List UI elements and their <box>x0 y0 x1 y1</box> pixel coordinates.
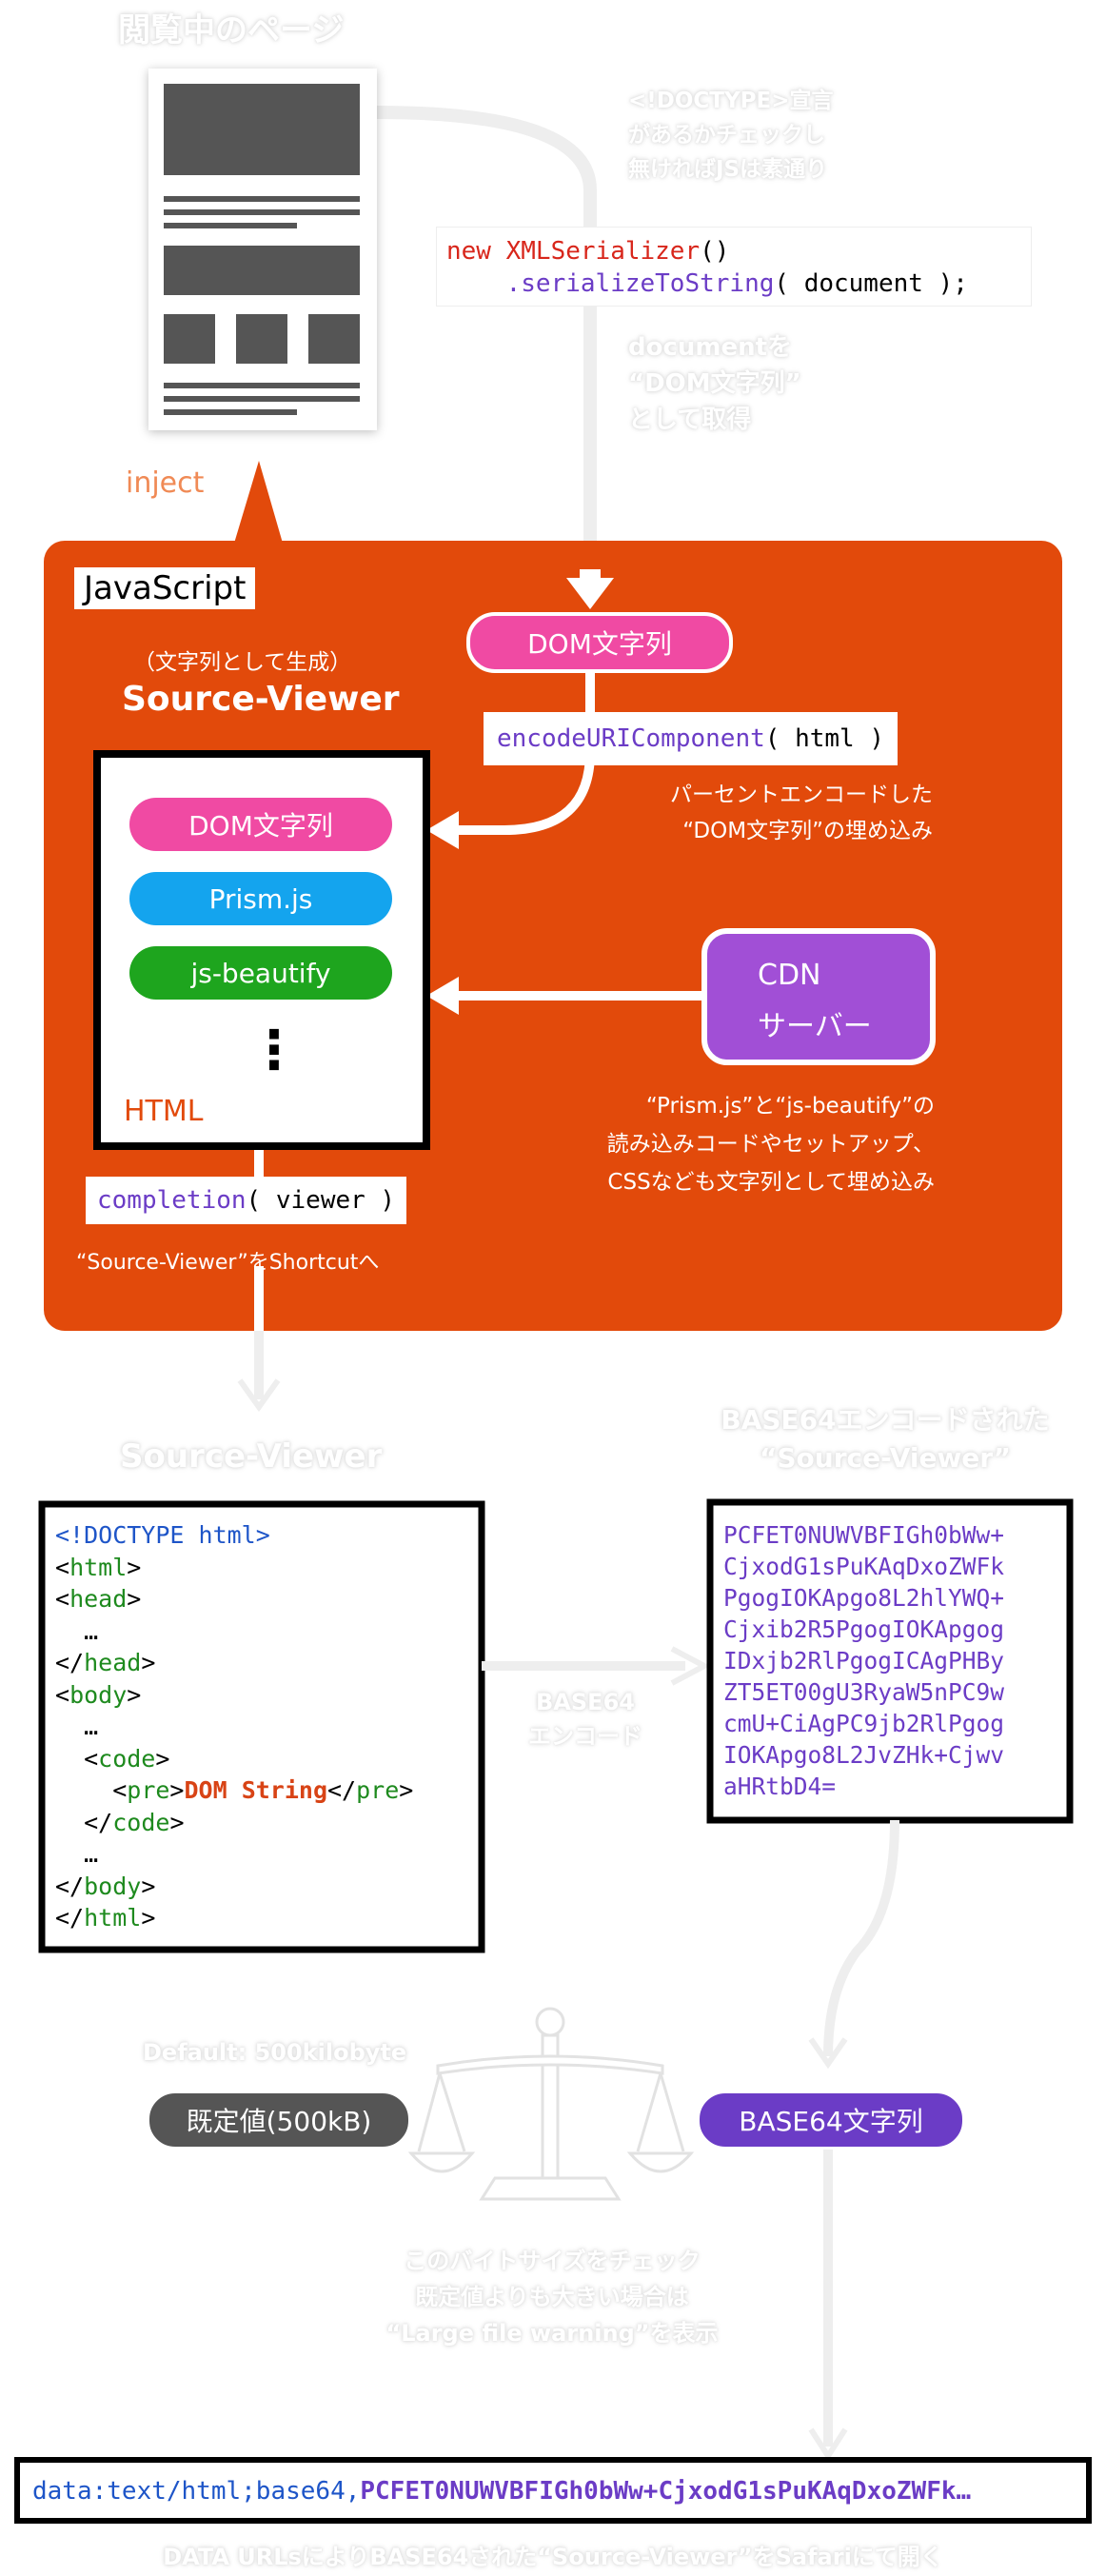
html-item-prism: Prism.js <box>129 872 392 925</box>
data-url-bar <box>14 2457 1092 2524</box>
document-note: documentを“DOM文字列”として取得 <box>628 333 801 434</box>
cdn-note: “Prism.js”と“js-beautify”の読み込みコードやセットアップ、… <box>606 1094 935 1195</box>
source-viewer-code: <!DOCTYPE html> <html> <head> … </head> … <box>55 1521 414 1932</box>
completion-code: completion( viewer ) <box>86 1177 407 1224</box>
html-item-ellipsis: ⋮ <box>247 1020 301 1081</box>
encode-note: パーセントエンコードした“DOM文字列”の埋め込み <box>670 783 933 843</box>
browser-title: 閲覧中のページ <box>118 11 345 50</box>
scales-icon <box>407 2007 695 2201</box>
base64-down-arrow <box>823 1819 899 2057</box>
encode-code: encodeURIComponent( html ) <box>484 712 898 765</box>
data-url-caption: DATA URLsによりBASE64された“Source-Viewer”をSaf… <box>163 2544 943 2570</box>
javascript-title: JavaScript <box>74 567 256 609</box>
viewer-title: Source-Viewer <box>122 680 400 719</box>
default-size-pill: 既定値(500kB) <box>147 2091 411 2150</box>
embed-arrowhead <box>426 811 459 849</box>
inject-arrow <box>233 461 284 546</box>
dom-pill-arrow <box>566 569 614 609</box>
cdn-arrowhead <box>426 977 459 1015</box>
size-check-note: このバイトサイズをチェック既定値よりも大きい場合は“Large file war… <box>385 2248 719 2347</box>
base64-title: BASE64エンコードされた“Source-Viewer” <box>721 1404 1050 1474</box>
completion-note: “Source-Viewer”をShortcutへ <box>76 1251 380 1275</box>
source-viewer-title: Source-Viewer <box>120 1437 383 1476</box>
html-item-beautify: js-beautify <box>129 946 392 1000</box>
html-box-label: HTML <box>124 1095 204 1128</box>
data-url-text: data:text/html;base64,PCFET0NUWVBFIGh0bW… <box>32 2477 972 2506</box>
viewer-caption: （文字列として生成） <box>133 650 352 675</box>
webpage-icon <box>148 69 377 430</box>
base64-encode-arrowhead <box>670 1646 711 1686</box>
base64-down-arrowhead <box>808 2037 848 2070</box>
cdn-server-box <box>701 928 936 1065</box>
base64-string-pill: BASE64文字列 <box>697 2091 965 2150</box>
serializer-code: new XMLSerializer() .serializeToString( … <box>436 227 1032 307</box>
doctype-check-note: <!DOCTYPE>宣言があるかチェックし無ければJSは素通り <box>628 89 834 182</box>
html-item-dom-string: DOM文字列 <box>129 798 392 851</box>
shortcut-arrowhead <box>237 1378 281 1413</box>
source-viewer-box <box>38 1500 485 1953</box>
base64-text: PCFET0NUWVBFIGh0bWw+ CjxodG1sPuKAqDxoZWF… <box>723 1521 1005 1800</box>
default-size-note: Default: 500kilobyte <box>143 2039 407 2066</box>
data-url-arrowhead <box>808 2427 848 2462</box>
dom-string-pill: DOM文字列 <box>466 612 733 673</box>
inject-label: inject <box>126 466 205 500</box>
serialize-arrow <box>375 106 597 590</box>
